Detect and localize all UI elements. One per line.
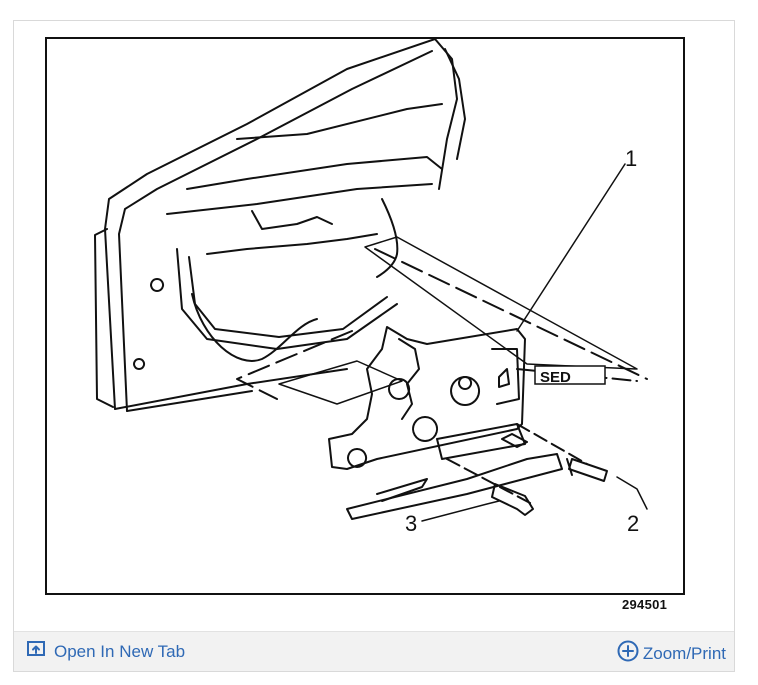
figure-id-label: 294501 <box>622 597 668 612</box>
callout-1: 1 <box>625 146 637 171</box>
zoom-print-label: Zoom/Print <box>642 643 726 663</box>
open-new-tab-icon <box>27 641 45 662</box>
image-toolbar: Open In New Tab Zoom/Print <box>14 631 734 671</box>
door-diagram-figure: SED 1 2 3 <box>45 37 685 595</box>
callout-3: 3 <box>405 511 417 536</box>
zoom-print-button[interactable]: Zoom/Print <box>617 640 726 667</box>
open-in-new-tab-label: Open In New Tab <box>54 641 186 661</box>
sed-tag-text: SED <box>540 369 571 386</box>
callout-2: 2 <box>627 511 639 536</box>
sed-tag-box <box>534 365 606 385</box>
zoom-plus-icon <box>617 640 639 667</box>
door-window-regulator-drawing: SED 1 2 3 <box>94 39 648 536</box>
open-in-new-tab-button[interactable]: Open In New Tab <box>27 641 185 662</box>
